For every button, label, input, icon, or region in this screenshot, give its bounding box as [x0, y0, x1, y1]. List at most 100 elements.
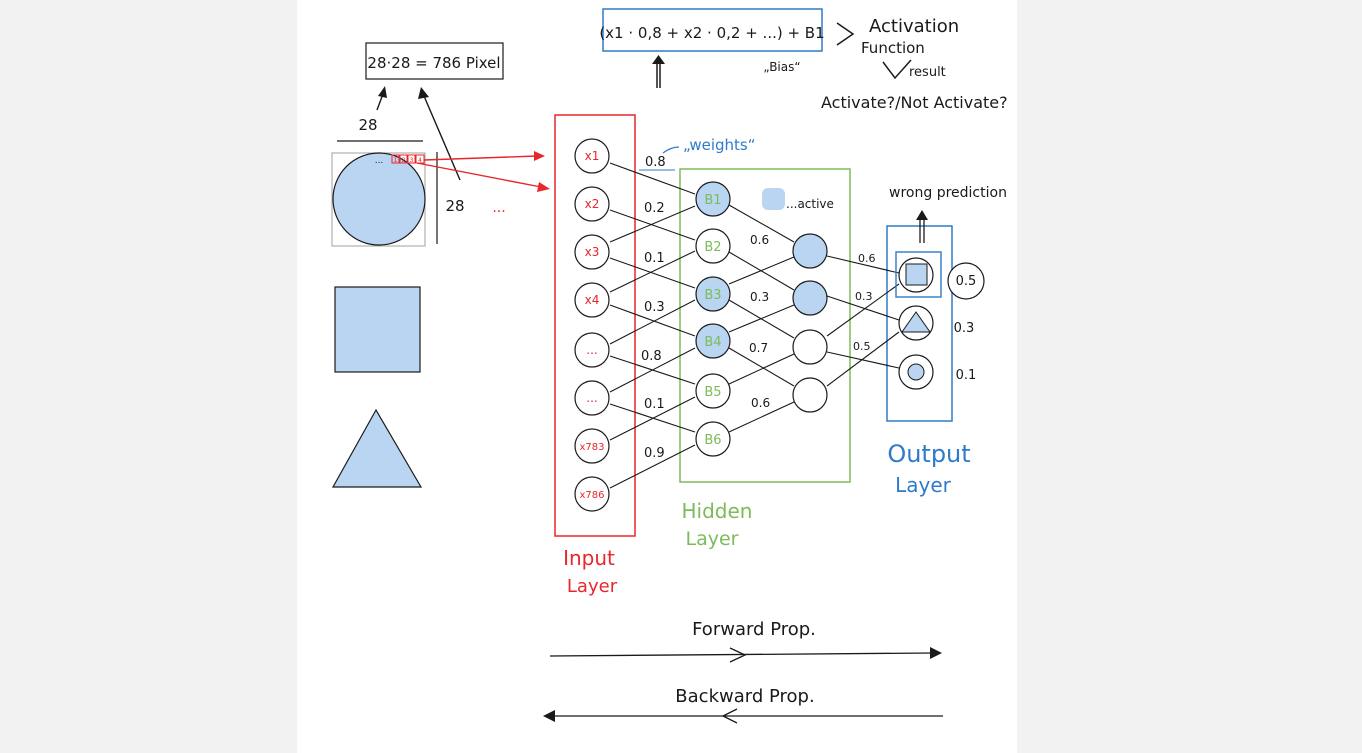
input-node: [574, 428, 610, 464]
input-node: [574, 332, 610, 368]
triangle-shape: [331, 408, 423, 488]
hidden-node-labels: B1 B2 B3 B4 B5 B6: [704, 193, 721, 448]
connection: [826, 283, 900, 337]
triangle-icon: [901, 311, 931, 333]
formula-text: (x1 · 0,8 + x2 · 0,2 + ...) + B1: [599, 24, 824, 42]
hidden-node: [695, 228, 731, 264]
connection: [826, 255, 900, 274]
pixel-cell: [391, 154, 400, 164]
input-node-label: x786: [579, 490, 604, 501]
hidden-node: [695, 373, 731, 409]
connections-hidden-hidden: [728, 204, 795, 433]
connections-hidden-output: [826, 255, 900, 387]
wrong-prediction-arrow-head: [916, 210, 928, 220]
connection: [826, 351, 900, 369]
weight-label: 0.7: [749, 341, 768, 355]
hidden-node-label: B2: [704, 240, 721, 255]
hidden-nodes-second: [792, 233, 828, 413]
forward-prop-label: Forward Prop.: [692, 619, 816, 640]
weight-label: 0.3: [855, 290, 873, 303]
hidden-node-active: [695, 276, 731, 312]
weights-label: „weights“: [683, 136, 756, 154]
circle-shape: [332, 152, 426, 246]
hidden-node-label: B3: [704, 288, 721, 303]
wrong-prediction-label: wrong prediction: [889, 185, 1007, 201]
hidden-layer-label-line1: Hidden: [682, 499, 753, 523]
hidden-layer-box: [679, 168, 851, 483]
connection: [728, 256, 795, 285]
input-node-labels: x1 x2 x3 x4 ... ... x783 x786: [579, 149, 604, 501]
pixel-arrow-b: [423, 95, 461, 181]
input-layer-label-line1: Input: [563, 546, 615, 570]
pixel-width-label: 28: [358, 116, 377, 134]
connection: [609, 444, 696, 489]
input-layer-label-line2: Layer: [567, 576, 618, 597]
output-layer-label-line2: Layer: [895, 473, 952, 497]
input-node-label: x2: [585, 197, 600, 211]
weight-label: 0.8: [641, 349, 662, 364]
forward-arrow-chevron: [729, 647, 747, 663]
connection: [826, 331, 900, 387]
pixel-cell-3: 3: [410, 157, 414, 164]
hidden-node-active: [792, 280, 828, 316]
connection: [826, 295, 900, 321]
weight-label: 0.6: [750, 233, 769, 247]
hidden-node: [792, 329, 828, 365]
connection: [728, 304, 795, 333]
hidden-node-label: B4: [704, 335, 721, 350]
pixel-arrow-b-head: [418, 87, 429, 99]
connection: [609, 209, 696, 241]
pixel-cell-1: 1: [394, 157, 398, 164]
result-check: [882, 59, 912, 80]
connection: [609, 257, 696, 289]
hidden-weights: 0.6 0.3 0.7 0.6: [749, 233, 770, 410]
connection: [609, 299, 696, 345]
formula-arrow-head: [652, 55, 665, 64]
weight-label: 0.6: [751, 396, 770, 410]
pixel-to-input-arrow-a: [423, 155, 538, 161]
backward-arrow-head: [543, 710, 555, 722]
forward-arrow-head: [930, 647, 942, 659]
hidden-node: [695, 421, 731, 457]
backward-arrow-chevron: [721, 708, 738, 724]
connection: [609, 347, 696, 393]
pixel-cell-dots: ...: [375, 156, 384, 166]
connection: [728, 401, 795, 433]
weight-label: 0.1: [644, 251, 665, 266]
weight-label: 0.8: [645, 155, 666, 170]
hidden-node-label: B1: [704, 193, 721, 208]
weight-label: 0.6: [858, 252, 876, 265]
connection: [728, 347, 795, 387]
activation-title-line2: Function: [861, 39, 925, 57]
activation-title-line1: Activation: [869, 16, 959, 37]
hidden-node-label: B5: [704, 385, 721, 400]
highest-probability-circle: [947, 262, 985, 300]
probability-label: 0.5: [956, 274, 977, 289]
probability-label: 0.3: [954, 321, 975, 336]
pixel-to-input-arrow-b: [416, 162, 542, 188]
backward-prop-label: Backward Prop.: [675, 686, 814, 707]
connection: [609, 250, 696, 293]
weight-label: 0.5: [853, 340, 871, 353]
bias-label: „Bias“: [763, 60, 800, 74]
pixel-height-label: 28: [445, 197, 464, 215]
connection: [609, 205, 696, 243]
pixel-equation-box: [365, 42, 504, 80]
pixel-cell: [407, 154, 416, 164]
greater-than-symbol: [836, 22, 855, 46]
connection: [609, 304, 696, 337]
pixel-cell-4: 4: [418, 157, 422, 164]
weight-label: 0.9: [644, 446, 665, 461]
input-node: [574, 380, 610, 416]
pixel-cell: [399, 154, 408, 164]
neural-network-diagram: (x1 · 0,8 + x2 · 0,2 + ...) + B1 „Bias“ …: [331, 8, 1008, 724]
hidden-node-active: [792, 233, 828, 269]
output-layer-label-line1: Output: [887, 440, 970, 468]
square-icon: [905, 263, 928, 286]
input-nodes: [574, 138, 610, 512]
pixel-arrow-a-head: [378, 86, 387, 98]
active-label: ...active: [786, 197, 834, 211]
input-node-label: x1: [585, 149, 600, 163]
weight-label: 0.2: [644, 201, 665, 216]
activation-question: Activate?/Not Activate?: [821, 93, 1008, 112]
